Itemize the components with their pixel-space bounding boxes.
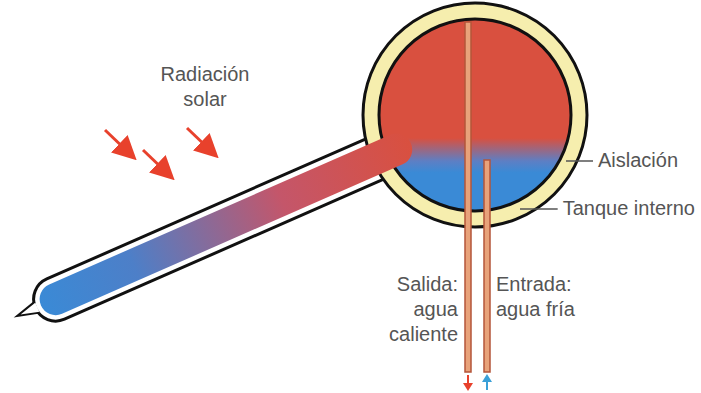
leader-line bbox=[566, 160, 593, 162]
tube-water bbox=[35, 128, 418, 320]
inner-tank bbox=[379, 19, 571, 211]
outlet-label: Salida: agua caliente bbox=[370, 272, 458, 347]
insulation-ring bbox=[363, 3, 587, 227]
flow-arrows bbox=[463, 374, 492, 391]
tank-label: Tanque interno bbox=[563, 196, 695, 221]
vacuum-tube bbox=[8, 119, 429, 336]
leader-line bbox=[520, 208, 558, 210]
radiation-label: Radiación solar bbox=[145, 62, 265, 112]
radiation-arrows bbox=[105, 128, 210, 172]
inlet-label: Entrada: agua fría bbox=[496, 272, 596, 322]
insulation-label: Aislación bbox=[598, 148, 678, 173]
inlet-pipe bbox=[484, 160, 490, 372]
outlet-pipe bbox=[465, 22, 471, 372]
